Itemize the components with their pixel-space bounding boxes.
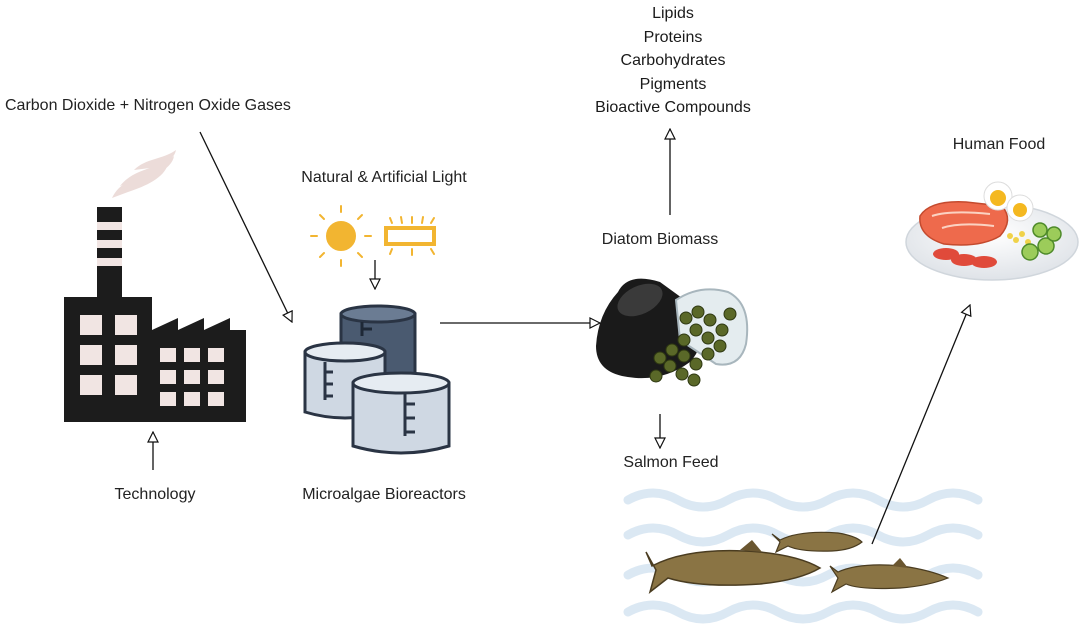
bioreactor-tanks-icon: [303, 304, 451, 455]
label-salmon-feed: Salmon Feed: [623, 454, 719, 471]
factory-icon: [64, 207, 246, 422]
diatom-biomass-icon: [596, 278, 749, 387]
product-list: Lipids Proteins Carbohydrates Pigments B…: [595, 2, 751, 120]
label-bioreactors: Microalgae Bioreactors: [302, 486, 466, 503]
label-diatom-biomass: Diatom Biomass: [601, 231, 719, 248]
arrow-gases-to-bioreactors: [199, 131, 292, 322]
label-light: Natural & Artificial Light: [301, 169, 467, 186]
product-item: Proteins: [643, 28, 703, 46]
smoke-icon: [112, 150, 176, 198]
food-plate-icon: [905, 181, 1079, 281]
arrow-salmon-to-human-food: [871, 305, 970, 545]
label-human-food: Human Food: [952, 136, 1046, 153]
product-item: Lipids: [652, 5, 694, 22]
sun-icon: [310, 205, 372, 267]
label-gases: Carbon Dioxide + Nitrogen Oxide Gases: [5, 97, 291, 114]
product-item: Pigments: [639, 75, 707, 93]
product-item: Bioactive Compounds: [595, 99, 751, 116]
salmon-icon: [645, 531, 950, 594]
product-item: Carbohydrates: [620, 52, 726, 69]
label-technology: Technology: [114, 486, 196, 503]
flow-arrows: [153, 129, 970, 545]
led-light-icon: [384, 216, 436, 256]
